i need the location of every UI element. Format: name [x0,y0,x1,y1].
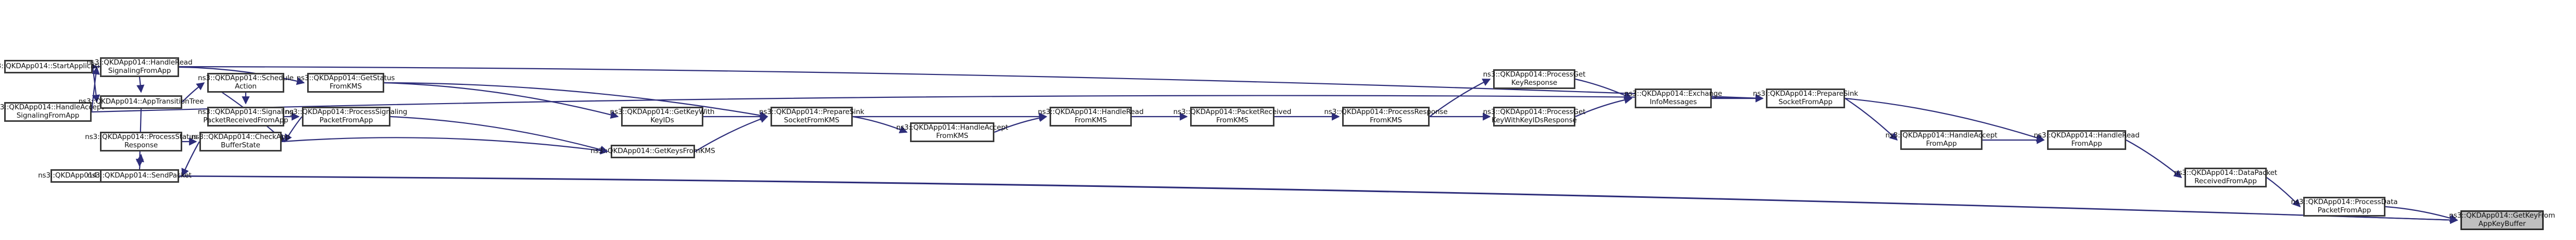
graph-edge [179,175,2458,224]
graph-node[interactable]: ns3::QKDApp014::GetKeysFromKMS [590,145,715,158]
graph-edge [136,154,144,170]
graph-edge [2126,140,2182,178]
graph-edge [2385,206,2458,222]
graph-node[interactable]: ns3::QKDApp014::HandleAccept SignalingFr… [0,102,104,122]
graph-edge [129,175,2458,224]
graph-node[interactable]: ns3::QKDApp014::CheckApp BufferState [191,132,290,151]
graph-edge [384,82,768,120]
graph-node[interactable]: ns3::QKDApp014::GetStatus FromKMS [297,73,395,93]
graph-node[interactable]: ns3::QKDApp014::HandleRead SignalingFrom… [86,57,193,77]
graph-node[interactable]: ns3::QKDApp014::ProcessGet KeyWithKeyIDs… [1483,107,1586,127]
graph-node[interactable]: ns3::QKDApp014::AppTransitionTree [79,95,204,109]
graph-node[interactable]: ns3::QKDApp014::HandleRead FromApp [2034,130,2140,150]
graph-node[interactable]: ns3::QKDApp014::ProcessStatus Response [85,132,197,151]
graph-node[interactable]: ns3::QKDApp014::GetKeyFrom AppKeyBuffer [2449,210,2555,230]
graph-edge [91,94,1764,113]
graph-node[interactable]: ns3::QKDApp014::ProcessSignaling PacketF… [285,107,407,127]
graph-node[interactable]: ns3::QKDApp014::ProcessData PacketFromAp… [2291,197,2398,217]
graph-node[interactable]: ns3::QKDApp014::Schedule Action [198,73,294,93]
graph-edge [384,82,619,119]
graph-edge [390,116,609,154]
graph-node[interactable]: ns3::QKDApp014::HandleAccept FromKMS [896,122,1008,142]
graph-node[interactable]: ns3::QKDApp014::PrepareSink SocketFromKM… [759,107,864,127]
graph-edge [1575,78,1633,99]
graph-node[interactable]: ns3::QKDApp014::PrepareSink SocketFromAp… [1753,89,1858,108]
graph-node[interactable]: ns3::QKDApp014::PacketReceived FromKMS [1173,107,1291,127]
graph-node[interactable]: ns3::QKDApp014::HandleAccept FromApp [1886,130,1998,150]
graph-edge [994,113,1047,133]
graph-edge [2266,177,2301,208]
graph-edge [179,66,305,85]
graph-edge [181,141,200,177]
graph-node[interactable]: ns3::QKDApp014::StartApplication [0,60,108,73]
graph-edge [1575,96,1633,118]
graph-edge [281,137,609,155]
graph-edge [91,66,100,112]
graph-node[interactable]: ns3::QKDApp014::ProcessGet KeyResponse [1483,69,1586,89]
graph-node[interactable]: ns3::QKDApp014::Exchange InfoMessages [1624,89,1722,108]
graph-edge [1845,98,1898,141]
graph-node[interactable]: ns3::QKDApp014::HandleRead FromKMS [1038,107,1144,127]
graph-edge [1845,97,2045,142]
graph-node[interactable]: ns3::QKDApp014::Signaling PacketReceived… [198,107,294,127]
graph-node[interactable]: ns3::QKDApp014::SendPacket [87,169,192,183]
graph-edge [92,66,1764,103]
graph-edge [852,116,908,133]
graph-edge [182,82,205,103]
graph-node[interactable]: ns3::QKDApp014::ProcessResponse FromKMS [1324,107,1448,127]
graph-edge [136,77,145,93]
graph-node[interactable]: ns3::QKDApp014::DataPacket ReceivedFromA… [2174,168,2277,187]
graph-edge [284,116,302,143]
graph-node[interactable]: ns3::QKDApp014::GetKeyWith KeyIDs [610,107,714,127]
graph-edge [694,115,768,152]
